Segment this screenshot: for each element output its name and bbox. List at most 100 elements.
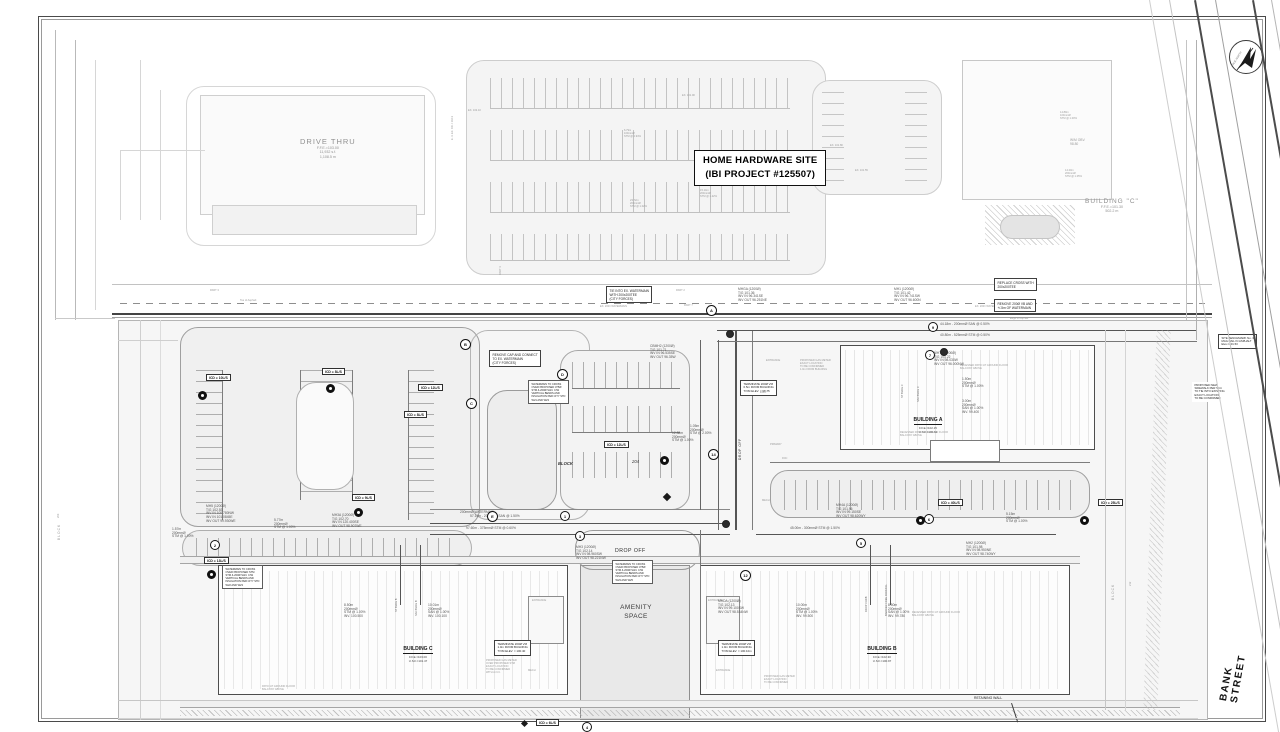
building-a-ffe: F.F.E.=102.15 bbox=[919, 425, 937, 430]
wm-obv-label: W/M OBV. 98.80 bbox=[1070, 138, 1086, 146]
amenity-space-area bbox=[580, 565, 690, 720]
ref-bubble-d[interactable]: D bbox=[557, 369, 568, 380]
structure-mh1: MH1 (1200Ø) T/G 101.42 INV IN 96.741SW I… bbox=[894, 287, 921, 303]
barrier-free-label: MECH bbox=[762, 499, 770, 502]
drive-thru-name: DRIVE THRU bbox=[300, 137, 356, 146]
note-watermain-cross-2: WATERMAIN TO CROSS OVER PROPOSED STM STM… bbox=[222, 565, 263, 590]
icd-tag-8-upper: ICD = 8L/S bbox=[322, 368, 345, 375]
lead-b1: 10.00m 200mmØ STM @ 1.00% INV. 99.500 bbox=[796, 603, 818, 619]
building-b-usf: U.S.F.=100.97 bbox=[872, 658, 892, 663]
building-c-top-ffe: F.F.E.=101.30 bbox=[1100, 205, 1123, 209]
manhole-marker bbox=[722, 520, 730, 528]
node-marker bbox=[1080, 516, 1089, 525]
node-marker bbox=[354, 508, 363, 517]
mech-label-b: ENTRANCE bbox=[716, 669, 731, 672]
building-c-top-outline bbox=[962, 60, 1112, 200]
building-c-ffe: F.F.E.=103.00 bbox=[409, 654, 427, 659]
building-b-name: BUILDING B bbox=[867, 646, 897, 654]
drive-thru-canopy bbox=[212, 205, 417, 235]
part-2-label: PART 2 bbox=[676, 289, 685, 292]
structure-mh5: MH5 (1200Ø) T/G 102.53 INV IN 100.780NW … bbox=[206, 504, 236, 523]
san-bldg-a-label: SAN BLDG C bbox=[917, 386, 920, 402]
block-word-label: BLOCK bbox=[558, 461, 573, 466]
drive-thru-sm: 1,108.5 m bbox=[319, 154, 336, 159]
drop-off-label-2: DROP OFF bbox=[615, 548, 646, 554]
drop-off-vertical-label: DROP OFF bbox=[738, 438, 742, 460]
building-c-footprint bbox=[218, 565, 568, 695]
building-c-name: BUILDING C bbox=[403, 646, 433, 654]
manhole-marker bbox=[940, 348, 948, 356]
structure-mh3a: MH3A (1200Ø) T/G 102.70 INV IN 120.400SE… bbox=[332, 513, 362, 529]
st-bldg-a-label: ST BLDG C bbox=[901, 384, 904, 398]
note-gas-meter-a: PROPOSED GAS METER EXACT LOCATION TO BE … bbox=[800, 359, 831, 371]
note-gas-meter-b: PROPOSED GAS METER EXACT LOCATION TO BE … bbox=[764, 675, 795, 684]
node-marker bbox=[326, 384, 335, 393]
watermain-run-label: 200mmØ WATERMAIN bbox=[460, 510, 495, 514]
ref-bubble-4[interactable]: 4 bbox=[582, 722, 592, 732]
ref-bubble-5[interactable]: 5 bbox=[856, 538, 866, 548]
ref-bubble-14[interactable]: 14 bbox=[708, 449, 719, 460]
icd-tag-8-lower: ICD = 8L/S bbox=[404, 411, 427, 418]
block-num-left: 203 bbox=[57, 513, 60, 518]
edge-asphalt-label: Edge of Asphalt bbox=[1010, 317, 1029, 320]
pipe-run-1: 44.18m - 200mmØ SAN @ 0.50% bbox=[940, 322, 990, 326]
ref-bubble-a[interactable]: A bbox=[706, 305, 717, 316]
primary-label: FDC bbox=[782, 457, 788, 460]
building-c-usf: U.S.F.=101.47 bbox=[408, 658, 428, 663]
st-bldg-c-label: ST BLDG B bbox=[395, 598, 398, 612]
ref-bubble-6[interactable]: 6 bbox=[924, 514, 934, 524]
part-3-label: PART 3 bbox=[210, 289, 219, 292]
note-terminate-vm-c: TERMINATE 200Ø VM 1.0m FROM BUILDING T/V… bbox=[494, 640, 532, 656]
structure-mh3: MH3 (1200Ø) T/G 102.14 INV IN 98.960SW I… bbox=[576, 545, 606, 561]
sheet-border-outer bbox=[38, 16, 1266, 722]
structure-mhga: MHGA (1200Ø) T/G 101.36 INV IN 96.341SE … bbox=[738, 287, 767, 303]
lead-a1: 5.77m 200mmØ STM @ 1.00% bbox=[274, 518, 296, 530]
icd-tag-40: ICD = 40L/S bbox=[938, 499, 963, 506]
building-a-label: BUILDING A F.F.E.=102.15 U.S.F.=100.62 bbox=[878, 408, 978, 434]
building-b-footprint bbox=[700, 565, 1070, 695]
note-watermain-cross-3: WATERMAIN TO CROSS OVER PROPOSED 375Ø ST… bbox=[612, 560, 653, 585]
note-gas-meter-c: PROPOSED GAS METER OVER PROPOSED STM EXA… bbox=[486, 659, 517, 674]
ref-bubble-12[interactable]: 12 bbox=[740, 570, 751, 581]
note-replace-cross: REPLACE CROSS WITH 200x200TEE bbox=[994, 278, 1038, 291]
ref-bubble-e[interactable]: E bbox=[487, 511, 498, 522]
title-line-1: HOME HARDWARE SITE bbox=[703, 155, 818, 166]
note-terminate-vm-a: TERMINATE 200Ø VM 0.5m FROM BUILDING T/V… bbox=[740, 380, 778, 396]
node-marker bbox=[207, 570, 216, 579]
node-marker bbox=[198, 391, 207, 400]
block-right-label: BLOCK bbox=[1111, 583, 1115, 600]
pipe-run-4: 97.60m - 375mmØ STM @ 0.60% bbox=[466, 526, 516, 530]
lead-a6: 5.15m 200mmØ STM @ 1.00% bbox=[1006, 512, 1028, 524]
note-terminate-vm-b: TERMINATE 200Ø VM 1.0m FROM BUILDING T/V… bbox=[718, 640, 756, 656]
drive-thru-curb bbox=[186, 86, 436, 246]
building-b-ffe: F.F.E.=102.30 bbox=[873, 654, 891, 659]
lead-a5: 3.00m 200mmØ SAN @ 1.00% INV. 99.400 bbox=[962, 399, 984, 415]
drop-curb-label: PRIMARY bbox=[770, 443, 782, 446]
title-line-2: (IBI PROJECT #125507) bbox=[705, 168, 816, 180]
drawing-title-banner: HOME HARDWARE SITE (IBI PROJECT #125507) bbox=[694, 150, 827, 186]
san-bldg-c-label: SAN BLDG B bbox=[415, 600, 418, 616]
icd-tag-13: ICD = 13L/S bbox=[204, 557, 229, 564]
node-marker bbox=[916, 516, 925, 525]
amenity-space-label: AMENITY SPACE bbox=[620, 604, 652, 620]
ref-bubble-1[interactable]: 1 bbox=[560, 511, 570, 521]
drive-thru-building-outline bbox=[200, 95, 425, 215]
lead-c2: 10.01m 200mmØ SAN @ 1.00% INV. 100.100 bbox=[428, 603, 450, 619]
part-7-label: PART 7 bbox=[684, 304, 693, 307]
ref-bubble-c[interactable]: C bbox=[466, 398, 477, 409]
structure-mh2: MH2 (1200Ø) T/G 101.98 INV IN 98.950NE I… bbox=[966, 541, 996, 557]
ref-bubble-7[interactable]: 7 bbox=[925, 350, 935, 360]
icd-tag-12-upper: ICD = 12L/S bbox=[418, 384, 443, 391]
building-b-label: BUILDING B F.F.E.=102.30 U.S.F.=100.97 bbox=[832, 637, 932, 663]
ref-bubble-2[interactable]: 2 bbox=[210, 540, 220, 550]
structure-mh4a: MH4A (1200Ø) T/G 101.96 INV IN 99.150SE … bbox=[836, 503, 866, 519]
icd-tag-10: ICD = 10L/S bbox=[206, 374, 231, 381]
block-204-label: 204 bbox=[632, 459, 639, 464]
ref-bubble-9[interactable]: 9 bbox=[928, 322, 938, 332]
note-remove-vb: REMOVE 200Ø VB AND +/-5m OF WATERMAIN bbox=[994, 299, 1037, 312]
center-island bbox=[487, 390, 557, 510]
ref-bubble-b[interactable]: B bbox=[460, 339, 471, 350]
ref-bubble-3[interactable]: 3 bbox=[575, 531, 585, 541]
structure-mhda: MHDA (1200Ø) T/G 102.13 INV IN 99.100SW … bbox=[718, 599, 748, 615]
drive-thru-sf: 11,932 s.f. bbox=[319, 150, 337, 155]
